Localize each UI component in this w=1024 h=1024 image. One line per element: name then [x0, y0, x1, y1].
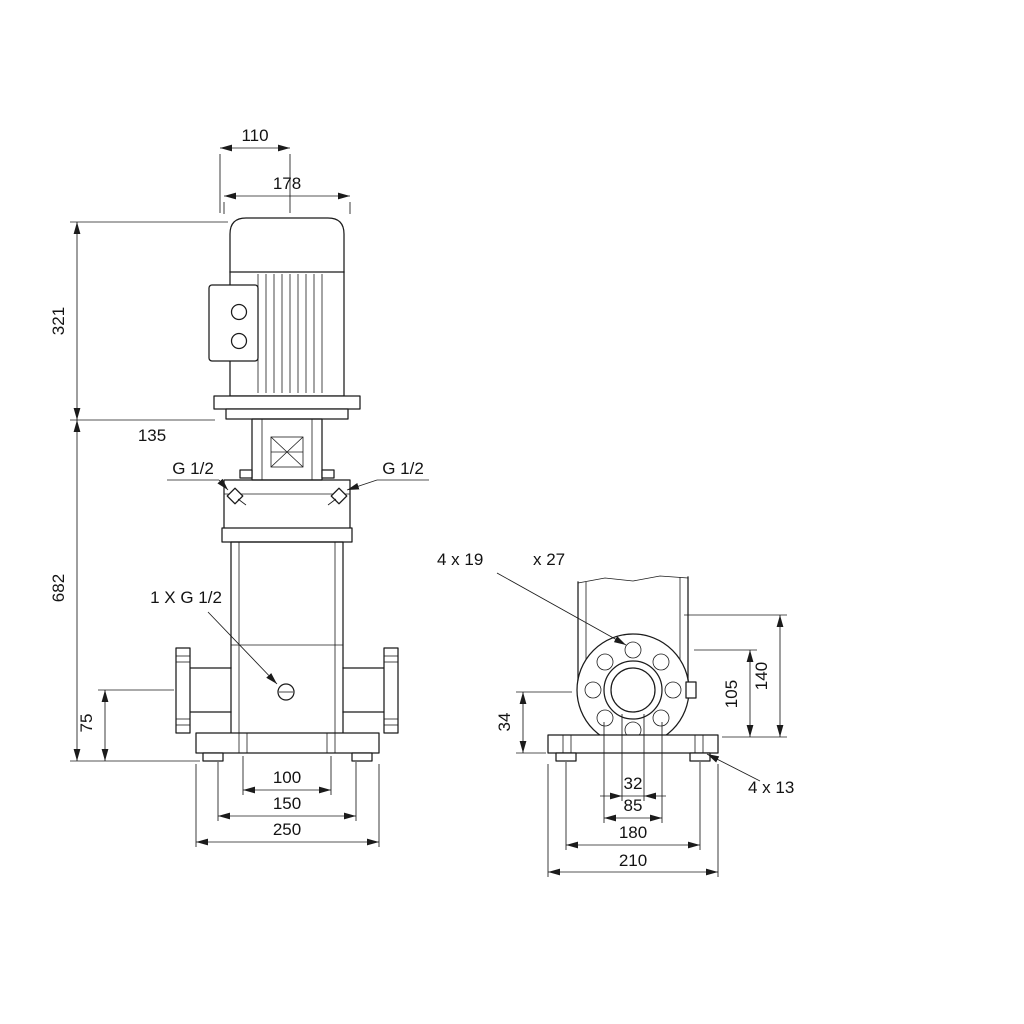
vent-plug-right — [327, 487, 348, 506]
motor-fins — [257, 274, 323, 393]
dim-32-label: 32 — [624, 774, 643, 793]
dim-210-label: 210 — [619, 851, 647, 870]
motor — [208, 217, 361, 420]
dim-105-label: 105 — [722, 680, 741, 708]
dim-110-label: 110 — [241, 126, 268, 145]
dim-75-label: 75 — [77, 714, 96, 733]
flange-tab — [685, 681, 697, 699]
dim-178-label: 178 — [273, 174, 301, 193]
chamber-stack — [230, 541, 344, 736]
dim-682: 682 — [49, 420, 200, 762]
terminal-box — [208, 284, 259, 362]
head-stud — [321, 469, 335, 479]
flange-holes-text: 4 x 19 — [437, 550, 483, 569]
port-label-right: G 1/2 — [346, 459, 429, 491]
dim-140-label: 140 — [752, 662, 771, 690]
port-right-text: G 1/2 — [382, 459, 424, 478]
flange-bolt-holes — [584, 641, 682, 739]
lantern-coupling — [239, 418, 335, 481]
dim-32: 32 — [600, 714, 666, 801]
dim-135-label: 135 — [138, 426, 166, 445]
dim-75: 75 — [77, 689, 174, 761]
base-holes-text: 4 x 13 — [748, 778, 794, 797]
motor-outline — [229, 217, 345, 397]
dim-140: 140 — [684, 614, 787, 737]
side-view — [547, 575, 719, 762]
motor-flange-upper — [213, 395, 361, 410]
base-foot — [351, 752, 373, 762]
port-flange-right — [342, 647, 399, 734]
dim-321-label: 321 — [49, 307, 68, 335]
dim-150: 150 — [217, 762, 357, 821]
pump-head — [221, 479, 353, 543]
dim-105: 105 — [694, 649, 787, 738]
base-foot — [555, 752, 577, 762]
dim-34-label: 34 — [495, 713, 514, 732]
base-plate-side — [547, 734, 719, 762]
dim-110: 110 — [219, 126, 291, 213]
dim-682-label: 682 — [49, 574, 68, 602]
flange-holes-note: 4 x 19 x 27 — [437, 550, 627, 646]
dim-178: 178 — [223, 174, 351, 214]
flange-holes-text2: x 27 — [533, 550, 565, 569]
dim-85: 85 — [603, 722, 663, 823]
dim-100: 100 — [242, 756, 332, 795]
flange-raised-face — [603, 660, 663, 720]
head-stud — [239, 469, 253, 479]
dim-250: 250 — [195, 764, 380, 847]
drain-label: 1 X G 1/2 — [150, 588, 278, 685]
port-flange-left — [175, 647, 232, 734]
flange-bore — [610, 667, 656, 713]
port-left-text: G 1/2 — [172, 459, 214, 478]
flange-outer-circle — [576, 633, 690, 747]
dim-34: 34 — [495, 691, 572, 754]
vent-plug-left — [226, 487, 247, 506]
base-plate-front — [195, 732, 380, 762]
head-bottom-flange — [221, 527, 353, 543]
motor-flange-lower — [225, 408, 349, 420]
dim-85-label: 85 — [624, 796, 643, 815]
break-line — [577, 575, 689, 584]
front-view — [175, 217, 399, 762]
dim-321: 321 — [49, 221, 228, 420]
port-flange-side — [576, 633, 697, 747]
base-foot — [202, 752, 224, 762]
base-holes-note: 4 x 13 — [706, 753, 794, 797]
dim-250-label: 250 — [273, 820, 301, 839]
dim-100-label: 100 — [273, 768, 301, 787]
port-label-left: G 1/2 — [167, 459, 229, 491]
front-view-dimensions: 110 178 321 135 682 — [49, 126, 429, 847]
cable-entry-hole — [230, 332, 248, 350]
dim-135: 135 — [70, 419, 215, 445]
dim-210: 210 — [547, 764, 719, 877]
drain-text: 1 X G 1/2 — [150, 588, 222, 607]
cable-entry-hole — [230, 303, 248, 321]
dim-180: 180 — [565, 762, 701, 850]
dim-150-label: 150 — [273, 794, 301, 813]
side-view-dimensions: 4 x 19 x 27 34 105 140 — [437, 550, 794, 877]
drain-plug — [277, 683, 295, 701]
dim-180-label: 180 — [619, 823, 647, 842]
pump-body-side — [577, 575, 689, 681]
